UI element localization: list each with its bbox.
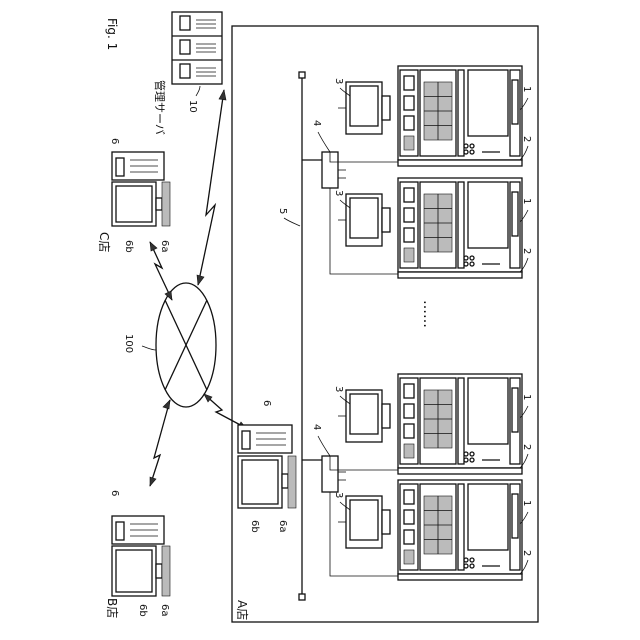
link-network-store-b [150, 400, 170, 486]
unit-ref: 2 [521, 248, 532, 254]
store-a-label: A店 [235, 600, 249, 620]
display-ref: 3 [333, 386, 344, 392]
ellipsis: …… [420, 300, 436, 328]
store-b-label: B店 [105, 598, 119, 618]
hub-upper [302, 152, 338, 188]
machine-unit-2: 3 1 2 [330, 178, 532, 278]
network-100 [156, 283, 216, 407]
store-b-monitor-ref: 6b [137, 604, 148, 617]
display-ref: 3 [333, 492, 344, 498]
machine-ref: 1 [521, 198, 532, 204]
store-c-monitor-ref: 6b [123, 240, 134, 253]
hub-lower-ref: 4 [311, 424, 322, 430]
store-a-pc [238, 425, 296, 508]
unit-ref: 2 [521, 136, 532, 142]
store-b-pc [112, 516, 170, 596]
machine-ref: 1 [521, 500, 532, 506]
store-b-keyboard-ref: 6a [159, 604, 170, 617]
store-c-pc-ref: 6 [109, 138, 120, 144]
network-ref: 100 [123, 334, 134, 353]
server-label: 管理サーバ [153, 80, 167, 135]
hub-lower [302, 456, 338, 492]
machine-ref: 1 [521, 86, 532, 92]
store-a-pc-ref: 6 [261, 400, 272, 406]
display-ref: 3 [333, 190, 344, 196]
store-b-pc-ref: 6 [109, 490, 120, 496]
machine-unit-3: 3 1 2 [330, 374, 532, 474]
link-server-network [197, 90, 226, 285]
server-ref: 10 [187, 100, 198, 113]
machine-ref: 1 [521, 394, 532, 400]
store-c-pc [112, 152, 170, 226]
link-network-store-a [204, 394, 246, 428]
hub-upper-ref: 4 [311, 120, 322, 126]
machine-unit-1: 3 1 2 [330, 66, 532, 170]
machine-unit-4: 3 1 2 [330, 480, 532, 580]
display-ref: 3 [333, 78, 344, 84]
store-c-keyboard-ref: 6a [159, 240, 170, 253]
store-c-label: C店 [97, 232, 111, 252]
unit-ref: 2 [521, 444, 532, 450]
management-server [172, 12, 222, 84]
unit-ref: 2 [521, 550, 532, 556]
lan-backbone [299, 72, 305, 600]
store-a-monitor-ref: 6b [249, 520, 260, 533]
lan-ref: 5 [277, 208, 288, 214]
store-a-keyboard-ref: 6a [277, 520, 288, 533]
figure-label: Fig. 1 [105, 18, 119, 50]
